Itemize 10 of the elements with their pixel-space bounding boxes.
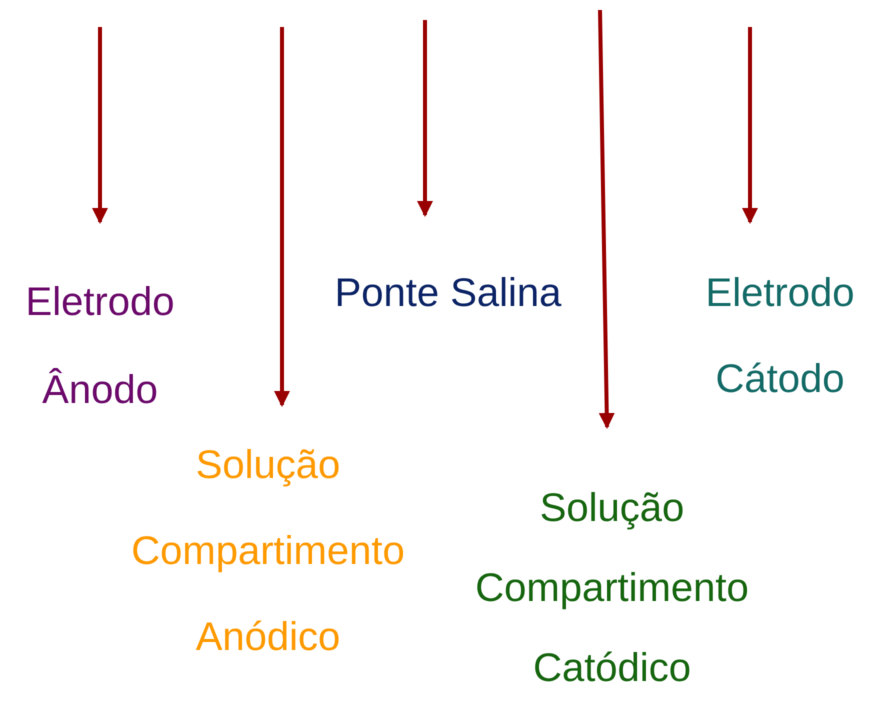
- arrow: [598, 10, 615, 429]
- arrow: [92, 27, 108, 224]
- text-label: Eletrodo Cátodo: [706, 270, 854, 403]
- text-label: Ponte Salina: [334, 270, 562, 316]
- text-label: Solução Compartimento Catódico: [475, 485, 749, 692]
- arrow: [742, 27, 758, 224]
- arrow: [417, 20, 433, 217]
- arrow: [274, 27, 290, 407]
- text-label: Solução Compartimento Anódico: [131, 442, 405, 661]
- text-label: Eletrodo Ânodo: [26, 279, 174, 414]
